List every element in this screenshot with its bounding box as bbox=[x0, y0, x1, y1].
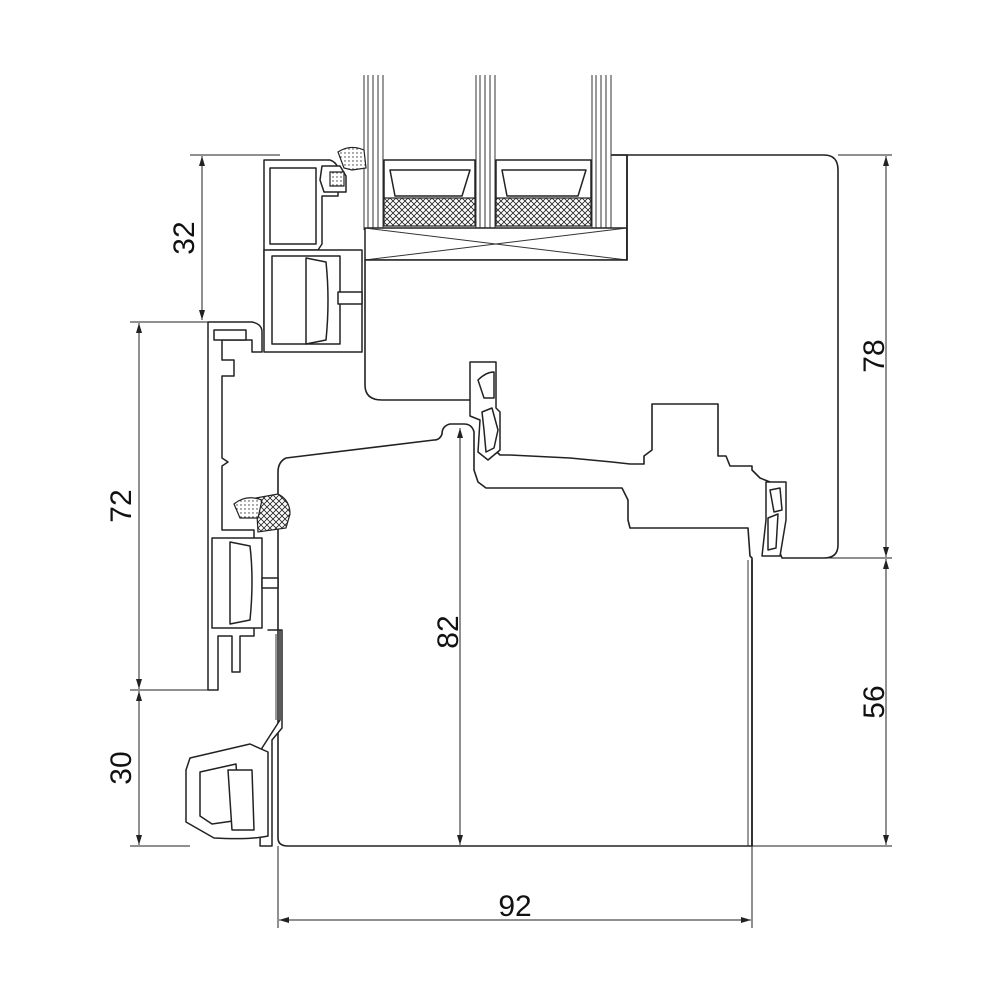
sash-profile bbox=[364, 154, 839, 559]
glazing-unit bbox=[363, 75, 628, 261]
dimension-label-30: 30 bbox=[105, 751, 138, 784]
dimension-92: 92 bbox=[277, 846, 753, 928]
dimension-78: 78 bbox=[786, 154, 892, 559]
aluminium-cladding bbox=[185, 146, 367, 847]
dimension-82: 82 bbox=[432, 428, 465, 845]
frame-profile bbox=[277, 423, 753, 847]
dimension-label-92: 92 bbox=[498, 890, 531, 923]
dimension-label-82: 82 bbox=[432, 615, 465, 648]
dimension-30: 30 bbox=[105, 691, 190, 847]
dimension-label-72: 72 bbox=[105, 489, 138, 522]
dimension-label-56: 56 bbox=[858, 685, 891, 718]
dimension-32: 32 bbox=[168, 154, 280, 323]
dimension-label-32: 32 bbox=[168, 221, 201, 254]
dimension-label-78: 78 bbox=[858, 339, 891, 372]
dimension-72: 72 bbox=[105, 321, 208, 691]
dimension-56: 56 bbox=[752, 559, 892, 847]
sealant-right bbox=[495, 197, 592, 227]
sealant-left bbox=[383, 197, 476, 227]
